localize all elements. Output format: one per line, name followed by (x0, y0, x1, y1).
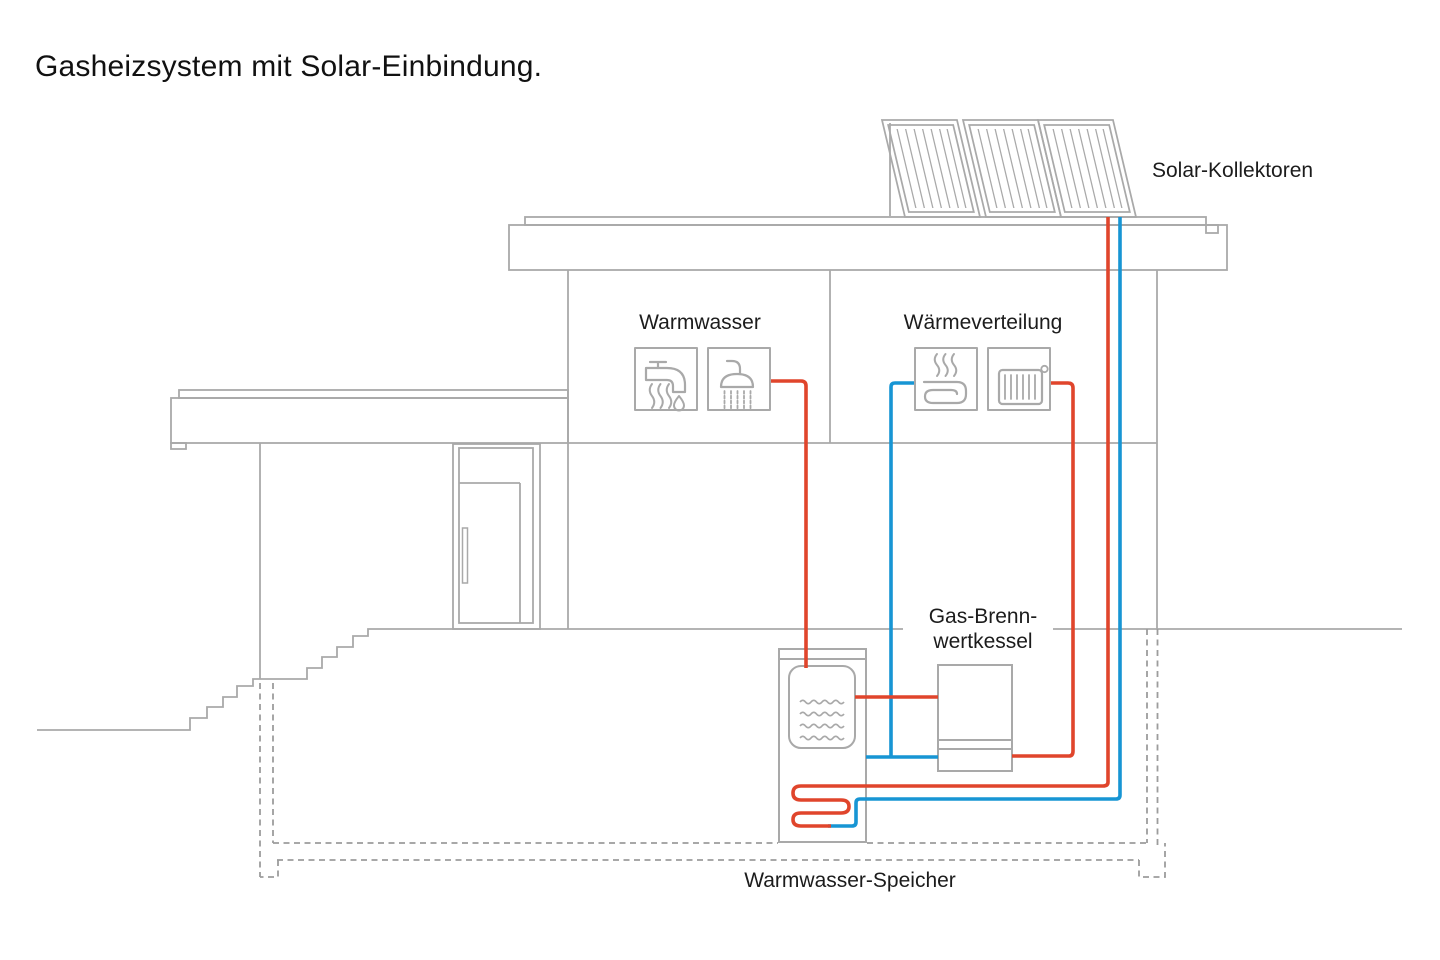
hot-pipe-solar-coil (791, 217, 1110, 828)
solar-panel (1036, 119, 1138, 218)
cold-pipes (828, 217, 1122, 828)
label-heat-distribution: Wärmeverteilung (903, 311, 1063, 334)
entrance-door (452, 443, 541, 630)
carport-roof (170, 389, 569, 450)
door-handle (461, 527, 469, 584)
main-roof (508, 216, 1228, 271)
shower-icon (707, 347, 771, 411)
tank-reservoir (788, 665, 856, 749)
radiator-icon (987, 347, 1051, 411)
solar-collectors (880, 119, 1138, 218)
stairs-and-ground (37, 628, 1402, 731)
underfloor-heating-icon (914, 347, 978, 411)
cold-pipe-solar-return (828, 217, 1122, 828)
hot-pipe-shower-supply (770, 379, 808, 668)
storage-tank (778, 648, 867, 843)
label-hot-water: Warmwasser (639, 311, 761, 334)
basement-dashed-outline (259, 629, 1166, 878)
label-gas-boiler: Gas-Brenn- wertkessel (929, 604, 1038, 654)
gas-boiler (937, 664, 1013, 772)
label-gas-boiler-line2: wertkessel (933, 630, 1033, 653)
solar-panel (880, 119, 982, 218)
tap-icon (634, 347, 698, 412)
house-outline (37, 216, 1402, 731)
label-gas-boiler-line1: Gas-Brenn- (928, 605, 1038, 628)
hot-pipes (770, 217, 1110, 828)
label-storage-tank: Warmwasser-Speicher (744, 869, 956, 892)
page-title: Gasheizsystem mit Solar-Einbindung. (35, 50, 543, 83)
cold-pipe-underfloor-return (889, 381, 915, 757)
stairs (37, 628, 903, 731)
label-solar-collectors: Solar-Kollektoren (1152, 159, 1314, 182)
walls (259, 270, 1158, 679)
tank-water-waves (799, 699, 845, 741)
hot-pipe-boiler-radiator (1012, 381, 1075, 758)
